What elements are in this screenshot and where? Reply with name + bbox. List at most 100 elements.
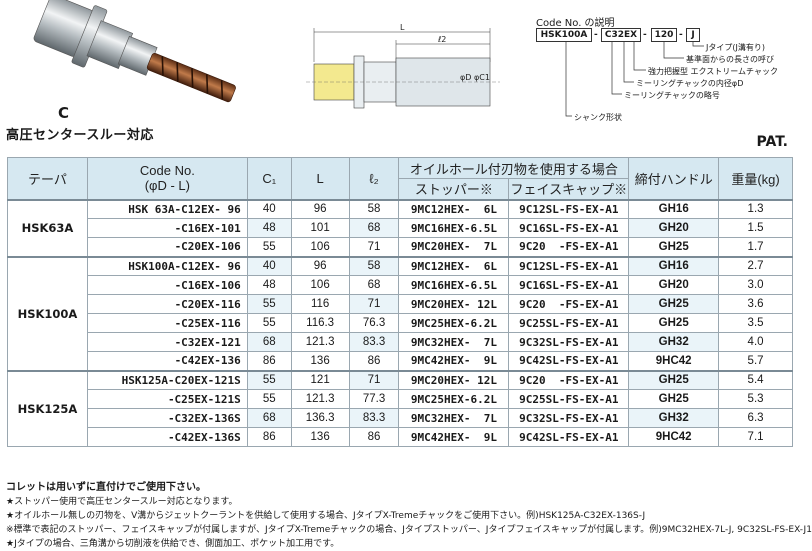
cell-stopper: 9MC42HEX- 9L — [398, 351, 510, 371]
header-code-sub: (φD - L) — [144, 178, 190, 194]
cell-L: 106 — [290, 237, 350, 257]
cell-l2: 71 — [348, 294, 400, 314]
cell-code: HSK 63A-C12EX- 96 — [86, 198, 248, 219]
code-part-length: 120 — [651, 28, 677, 42]
code-legend-item: シャンク形状 — [574, 113, 622, 122]
code-legend-item: Jタイプ(J溝有り) — [706, 43, 765, 52]
cell-handle: GH25 — [628, 313, 720, 333]
header-oil-hole: オイルホール付刃物を使用する場合 — [398, 157, 630, 179]
cell-weight: 1.7 — [718, 237, 793, 257]
code-part-jtype: J — [686, 28, 700, 42]
cell-l2: 68 — [348, 275, 400, 295]
page-title: 高圧センタースルー対応 — [6, 128, 154, 143]
cell-l2: 83.3 — [348, 332, 400, 352]
cell-L: 121.3 — [290, 389, 350, 409]
cell-c1: 68 — [246, 332, 292, 352]
cell-facecap: 9C42SL-FS-EX-A1 — [508, 427, 630, 447]
cell-c1: 55 — [246, 369, 292, 390]
code-part-chuck: C32EX — [601, 28, 641, 42]
cell-handle: GH20 — [628, 218, 720, 238]
cell-L: 116.3 — [290, 313, 350, 333]
cell-code: -C32EX-121 — [86, 332, 248, 352]
cell-stopper: 9MC16HEX-6.5L — [398, 275, 510, 295]
code-dash: - — [643, 30, 647, 40]
cell-weight: 1.3 — [718, 198, 793, 219]
cell-L: 121 — [290, 369, 350, 390]
cell-code: -C20EX-116 — [86, 294, 248, 314]
cell-stopper: 9MC25HEX-6.2L — [398, 389, 510, 409]
cell-facecap: 9C32SL-FS-EX-A1 — [508, 332, 630, 352]
cell-stopper: 9MC32HEX- 7L — [398, 332, 510, 352]
cell-stopper: 9MC42HEX- 9L — [398, 427, 510, 447]
dim-L: L — [400, 23, 405, 32]
cell-l2: 71 — [348, 369, 400, 390]
cell-l2: 58 — [348, 255, 400, 276]
cell-code: -C16EX-106 — [86, 275, 248, 295]
cell-stopper: 9MC20HEX- 12L — [398, 369, 510, 390]
cell-L: 101 — [290, 218, 350, 238]
code-legend-item: 強力把握型 エクストリームチャック — [648, 67, 778, 76]
cell-facecap: 9C25SL-FS-EX-A1 — [508, 389, 630, 409]
product-photo — [33, 0, 236, 103]
code-explain-heading: Code No. の説明 — [536, 18, 615, 29]
cell-c1: 40 — [246, 198, 292, 219]
cell-c1: 68 — [246, 408, 292, 428]
cell-handle: GH16 — [628, 198, 720, 219]
cell-facecap: 9C32SL-FS-EX-A1 — [508, 408, 630, 428]
cell-facecap: 9C16SL-FS-EX-A1 — [508, 218, 630, 238]
header-weight: 重量(kg) — [718, 157, 793, 200]
header-stopper: ストッパー※ — [398, 178, 510, 200]
cell-l2: 68 — [348, 218, 400, 238]
header-L: L — [290, 157, 350, 200]
cell-weight: 3.5 — [718, 313, 793, 333]
cell-weight: 5.4 — [718, 369, 793, 390]
cell-facecap: 9C12SL-FS-EX-A1 — [508, 198, 630, 219]
cell-L: 136.3 — [290, 408, 350, 428]
cell-weight: 4.0 — [718, 332, 793, 352]
code-dash: - — [594, 30, 598, 40]
cell-handle: GH20 — [628, 275, 720, 295]
cell-weight: 3.6 — [718, 294, 793, 314]
cell-weight: 7.1 — [718, 427, 793, 447]
cell-handle: GH32 — [628, 408, 720, 428]
notes: コレットは用いずに直付けでご使用下さい。 ★ストッパー使用で高圧センタースルー対… — [6, 481, 812, 551]
header-taper: テーパ — [7, 157, 88, 200]
cell-handle: GH32 — [628, 332, 720, 352]
cell-code: -C25EX-121S — [86, 389, 248, 409]
cell-code: -C20EX-106 — [86, 237, 248, 257]
cell-l2: 86 — [348, 351, 400, 371]
code-dash: - — [679, 30, 683, 40]
cell-c1: 86 — [246, 351, 292, 371]
cell-facecap: 9C20 -FS-EX-A1 — [508, 237, 630, 257]
code-legend-leaders — [565, 42, 704, 117]
cell-handle: GH25 — [628, 369, 720, 390]
code-legend-item: ミーリングチャックの略号 — [624, 91, 720, 100]
cell-stopper: 9MC32HEX- 7L — [398, 408, 510, 428]
cell-facecap: 9C25SL-FS-EX-A1 — [508, 313, 630, 333]
cell-taper: HSK63A — [7, 198, 88, 257]
cell-taper: HSK125A — [7, 369, 88, 447]
patent-mark: PAT. — [756, 134, 788, 150]
cell-c1: 55 — [246, 294, 292, 314]
cell-code: HSK100A-C12EX- 96 — [86, 255, 248, 276]
code-legend-item: ミーリングチャックの内径φD — [636, 79, 744, 88]
header-l2: ℓ₂ — [348, 157, 400, 200]
note-item: ★オイルホール無しの刃物を、V溝からジェットクーラントを供給して使用する場合、J… — [6, 511, 646, 521]
cell-code: -C42EX-136 — [86, 351, 248, 371]
type-letter: C — [58, 104, 70, 122]
cell-facecap: 9C20 -FS-EX-A1 — [508, 369, 630, 390]
header-handle: 締付ハンドル — [628, 157, 720, 200]
cell-L: 136 — [290, 427, 350, 447]
cell-c1: 86 — [246, 427, 292, 447]
note-item: ※標準で表記のストッパー、フェイスキャップが付属しますが、JタイプX-Treme… — [6, 525, 812, 535]
cell-l2: 71 — [348, 237, 400, 257]
cell-stopper: 9MC20HEX- 12L — [398, 294, 510, 314]
cell-code: -C16EX-101 — [86, 218, 248, 238]
cell-L: 96 — [290, 255, 350, 276]
